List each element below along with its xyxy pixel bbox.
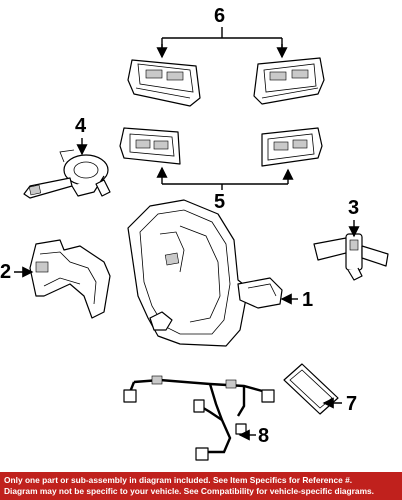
callout-3: 3 — [348, 197, 360, 238]
callout-6-label: 6 — [214, 5, 225, 27]
disclaimer-line-2: Diagram may not be specific to your vehi… — [4, 486, 375, 496]
callout-5: 5 — [156, 166, 294, 213]
disclaimer-banner: Only one part or sub-assembly in diagram… — [0, 472, 402, 500]
callout-8: 8 — [238, 425, 269, 447]
callout-3-label: 3 — [348, 197, 359, 219]
callout-7-label: 7 — [346, 393, 357, 415]
callout-5-label: 5 — [214, 191, 225, 213]
callout-2-label: 2 — [0, 261, 11, 283]
part-5-right-switch — [261, 127, 323, 167]
part-8-wiring-harness — [123, 375, 275, 461]
callout-6: 6 — [156, 5, 288, 59]
part-2-bracket — [29, 239, 111, 319]
part-4-multifunction-switch — [23, 149, 111, 199]
parts-diagram: 6 5 — [0, 5, 389, 461]
callout-5-leader — [162, 183, 288, 190]
callout-8-label: 8 — [258, 425, 269, 447]
part-3-side-switch — [313, 233, 389, 281]
callout-1: 1 — [280, 289, 313, 311]
part-1-steering-column — [127, 199, 283, 347]
part-6-right-wheel-switch — [253, 57, 325, 105]
callout-4-label: 4 — [75, 115, 87, 137]
callout-1-label: 1 — [302, 289, 313, 311]
part-5-left-switch — [119, 127, 181, 165]
callout-6-leader — [161, 27, 283, 56]
callout-4: 4 — [75, 115, 88, 156]
part-6-left-wheel-switch — [127, 59, 201, 107]
callout-2: 2 — [0, 261, 34, 283]
callout-7: 7 — [322, 393, 357, 415]
disclaimer-line-1: Only one part or sub-assembly in diagram… — [4, 475, 353, 485]
part-7-label-pad — [283, 363, 339, 415]
